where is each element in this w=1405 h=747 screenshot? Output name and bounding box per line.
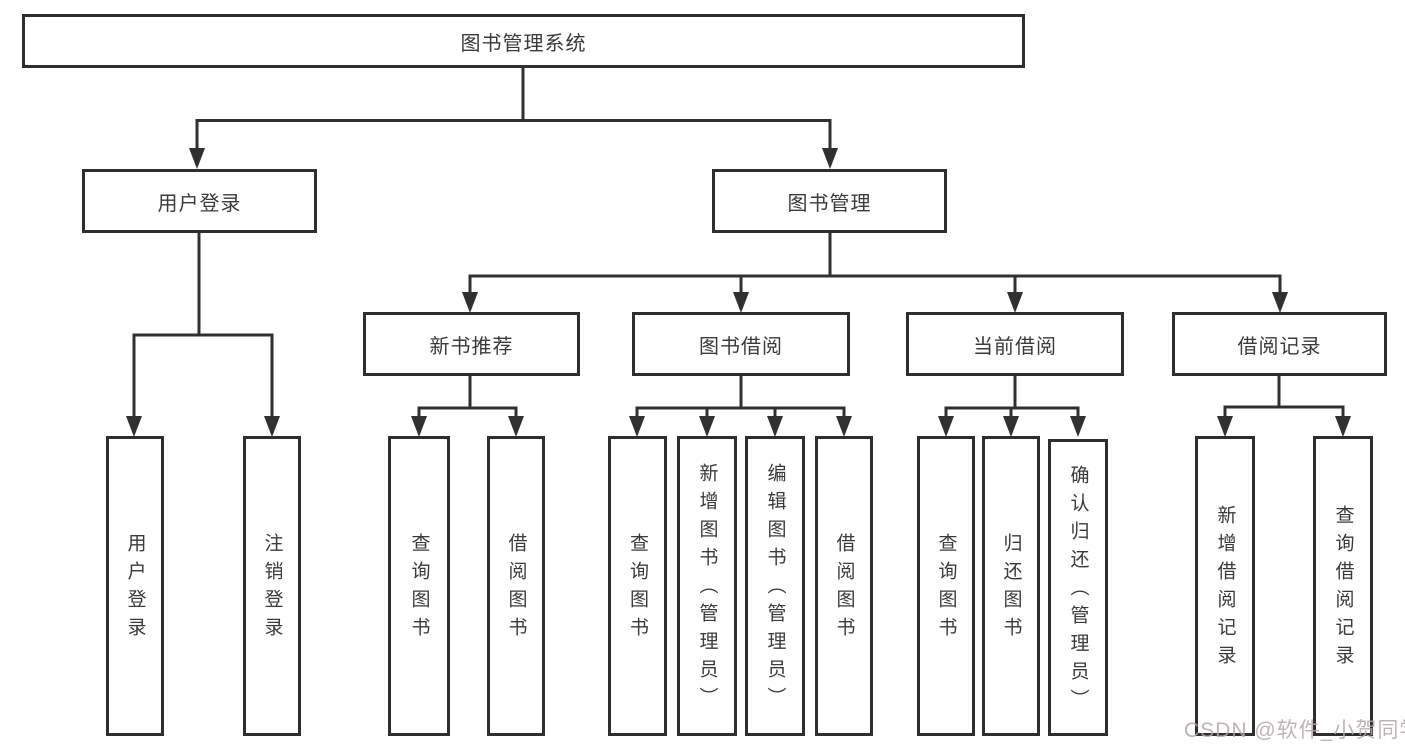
leaf-borrow-query-book: 查询图书 <box>608 436 667 736</box>
node-user-login: 用户登录 <box>82 169 317 233</box>
leaf-user-login: 用户登录 <box>106 436 164 736</box>
leaf-newrec-borrow-book: 借阅图书 <box>487 436 545 736</box>
leaf-current-confirm-return-admin: 确认归还（管理员） <box>1048 439 1108 736</box>
node-root-library-system: 图书管理系统 <box>22 14 1025 68</box>
node-new-book-recommend: 新书推荐 <box>363 312 580 376</box>
node-book-management: 图书管理 <box>712 169 947 233</box>
node-borrow-record: 借阅记录 <box>1172 312 1387 376</box>
leaf-borrow-add-book-admin: 新增图书（管理员） <box>677 436 737 736</box>
node-current-borrow: 当前借阅 <box>906 312 1124 376</box>
leaf-logout: 注销登录 <box>243 436 301 736</box>
csdn-watermark: CSDN @软件_小贺同学 <box>1184 719 1405 742</box>
node-book-borrow: 图书借阅 <box>632 312 850 376</box>
leaf-newrec-query-book: 查询图书 <box>388 436 450 736</box>
leaf-borrow-edit-book-admin: 编辑图书（管理员） <box>745 436 805 736</box>
arrowheads <box>126 148 1351 437</box>
leaf-borrow-borrow-book: 借阅图书 <box>815 436 873 736</box>
leaf-current-return-book: 归还图书 <box>982 436 1040 736</box>
leaf-record-query-record: 查询借阅记录 <box>1313 436 1373 736</box>
leaf-current-query-book: 查询图书 <box>917 436 975 736</box>
leaf-record-add-record: 新增借阅记录 <box>1195 436 1255 736</box>
